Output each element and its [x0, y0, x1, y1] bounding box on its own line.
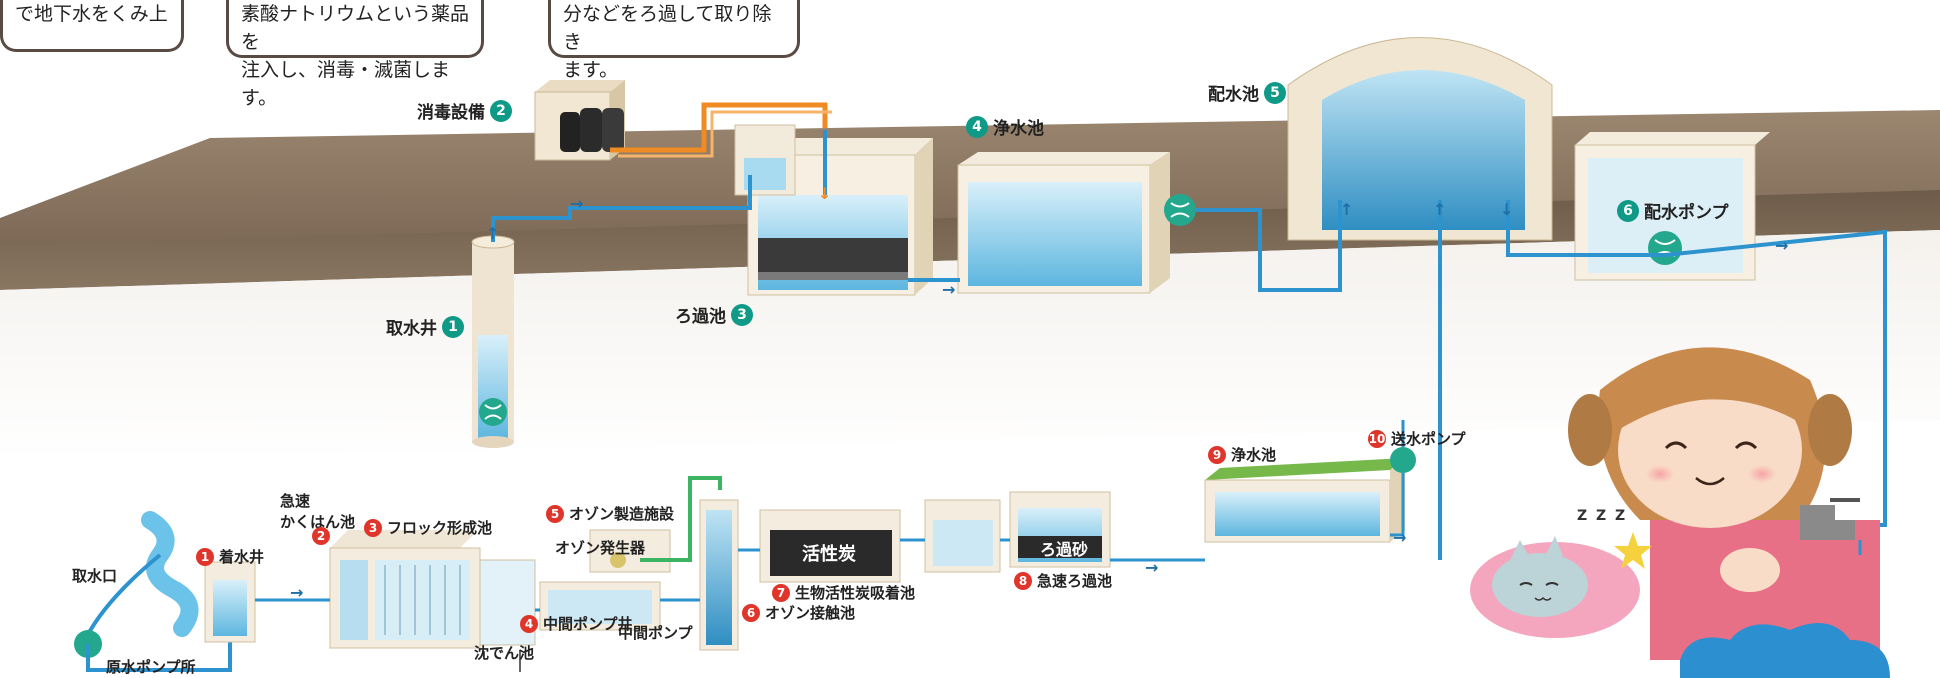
flow-arrow: → [1775, 236, 1789, 255]
label-text: 配水池 [1208, 85, 1259, 105]
label-bac: 7 生物活性炭吸着池 [772, 582, 915, 603]
flow-arrow-down: ↓ [1500, 200, 1514, 219]
label-rapid-sand: 8 急速ろ過池 [1014, 570, 1112, 591]
label-text: 取水井 [386, 319, 437, 339]
label-settling: 沈でん池 [474, 642, 534, 663]
label-mid-pump-well: 4 中間ポンプ井 [520, 613, 633, 634]
callout-disinfection: 素酸ナトリウムという薬品を 注入し、消毒・滅菌します。 [226, 0, 484, 109]
disinfection-facility [534, 80, 625, 161]
step-badge: 3 [364, 518, 382, 537]
label-ozone-facility: 5 オゾン製造施設 [546, 503, 674, 524]
intake-well [471, 235, 515, 448]
step-badge: 3 [731, 303, 753, 326]
lower-process [74, 420, 1416, 672]
label-text: 消毒設備 [417, 103, 485, 123]
distribution-reservoir [1287, 37, 1553, 241]
sleep-z: Z Z Z [1577, 508, 1628, 524]
label-clear-well: 4 浄水池 [966, 114, 1044, 139]
activated-carbon-label: 活性炭 [802, 544, 856, 565]
label-text: 急速 かくはん池 [280, 492, 356, 531]
label-text: 中間ポンプ [618, 624, 693, 642]
filtration-basin [734, 124, 933, 296]
label-text: 配水ポンプ [1644, 203, 1729, 223]
label-text: フロック形成池 [387, 519, 493, 537]
step-badge: 2 [490, 99, 512, 122]
label-distribution-reservoir: 配水池 5 [1208, 80, 1286, 105]
flow-arrow-up: ↑ [1433, 200, 1447, 219]
label-text: オゾン接触池 [765, 604, 856, 622]
label-text: 生物活性炭吸着池 [795, 584, 916, 602]
label-text: 取水口 [72, 567, 118, 585]
label-mid-pump: 中間ポンプ [618, 622, 693, 643]
label-intake: 取水口 [72, 565, 117, 586]
flow-arrow: → [1393, 528, 1407, 547]
step-badge: 8 [1014, 571, 1032, 590]
label-text: 中間ポンプ井 [543, 615, 633, 633]
label-intake-well: 取水井 1 [386, 314, 464, 339]
flow-arrow-down: ↓ [818, 184, 832, 203]
label-ozone-generator: オゾン発生器 [555, 537, 645, 558]
label-text: 送水ポンプ [1391, 430, 1466, 448]
girl-illustration [1470, 347, 1880, 660]
step-badge: 10 [1368, 429, 1386, 448]
label-text: オゾン製造施設 [569, 505, 675, 523]
step-badge: 4 [966, 115, 988, 138]
label-receiving-well: 1 着水井 [196, 546, 264, 567]
callout-filtration: 分などをろ過して取り除き ます。 [548, 0, 800, 81]
step-badge: 5 [546, 504, 564, 523]
step-badge: 5 [1264, 81, 1286, 104]
clear-well-upper [957, 152, 1196, 294]
flow-arrow-up: ↑ [1340, 200, 1354, 219]
label-disinfection: 消毒設備 2 [417, 98, 512, 123]
step-badge: 6 [1617, 199, 1639, 222]
flow-arrow: → [290, 583, 304, 602]
step-badge: 6 [742, 603, 760, 622]
step-badge: 7 [772, 583, 790, 602]
label-text: 浄水池 [1231, 446, 1277, 464]
callout-intake: で地下水をくみ上 [0, 0, 184, 52]
label-text: 急速ろ過池 [1037, 572, 1113, 590]
label-floc: 3 フロック形成池 [364, 517, 492, 538]
sand-label: ろ過砂 [1040, 540, 1089, 559]
label-distribution-pump: 6 配水ポンプ [1617, 198, 1729, 223]
step-badge: 9 [1208, 445, 1226, 464]
label-ozone-contact: 6 オゾン接触池 [742, 602, 855, 623]
flow-arrow-up: ↑ [486, 224, 500, 243]
label-raw-pump: 原水ポンプ所 [106, 656, 196, 677]
label-text: 浄水池 [993, 119, 1044, 139]
label-clear-well-2: 9 浄水池 [1208, 444, 1276, 465]
label-text: 沈でん池 [474, 644, 535, 662]
sleep-star [1614, 532, 1652, 569]
flow-arrow: → [942, 280, 956, 299]
step-badge: 1 [196, 547, 214, 566]
label-text: オゾン発生器 [555, 539, 646, 557]
step-badge: 4 [520, 614, 538, 633]
step-badge-rapid-mix: 2 [312, 527, 330, 545]
label-text: 着水井 [219, 548, 265, 566]
label-text: ろ過池 [675, 307, 726, 327]
flow-arrow: → [570, 194, 584, 213]
flow-arrow: → [1145, 558, 1159, 577]
cloud-badge [1680, 622, 1890, 678]
label-rapid-mix: 急速 かくはん池 [280, 490, 355, 532]
label-filter: ろ過池 3 [675, 302, 753, 327]
label-text: 原水ポンプ所 [106, 658, 196, 676]
label-delivery-pump: 10 送水ポンプ [1368, 428, 1466, 449]
step-badge: 1 [442, 315, 464, 338]
